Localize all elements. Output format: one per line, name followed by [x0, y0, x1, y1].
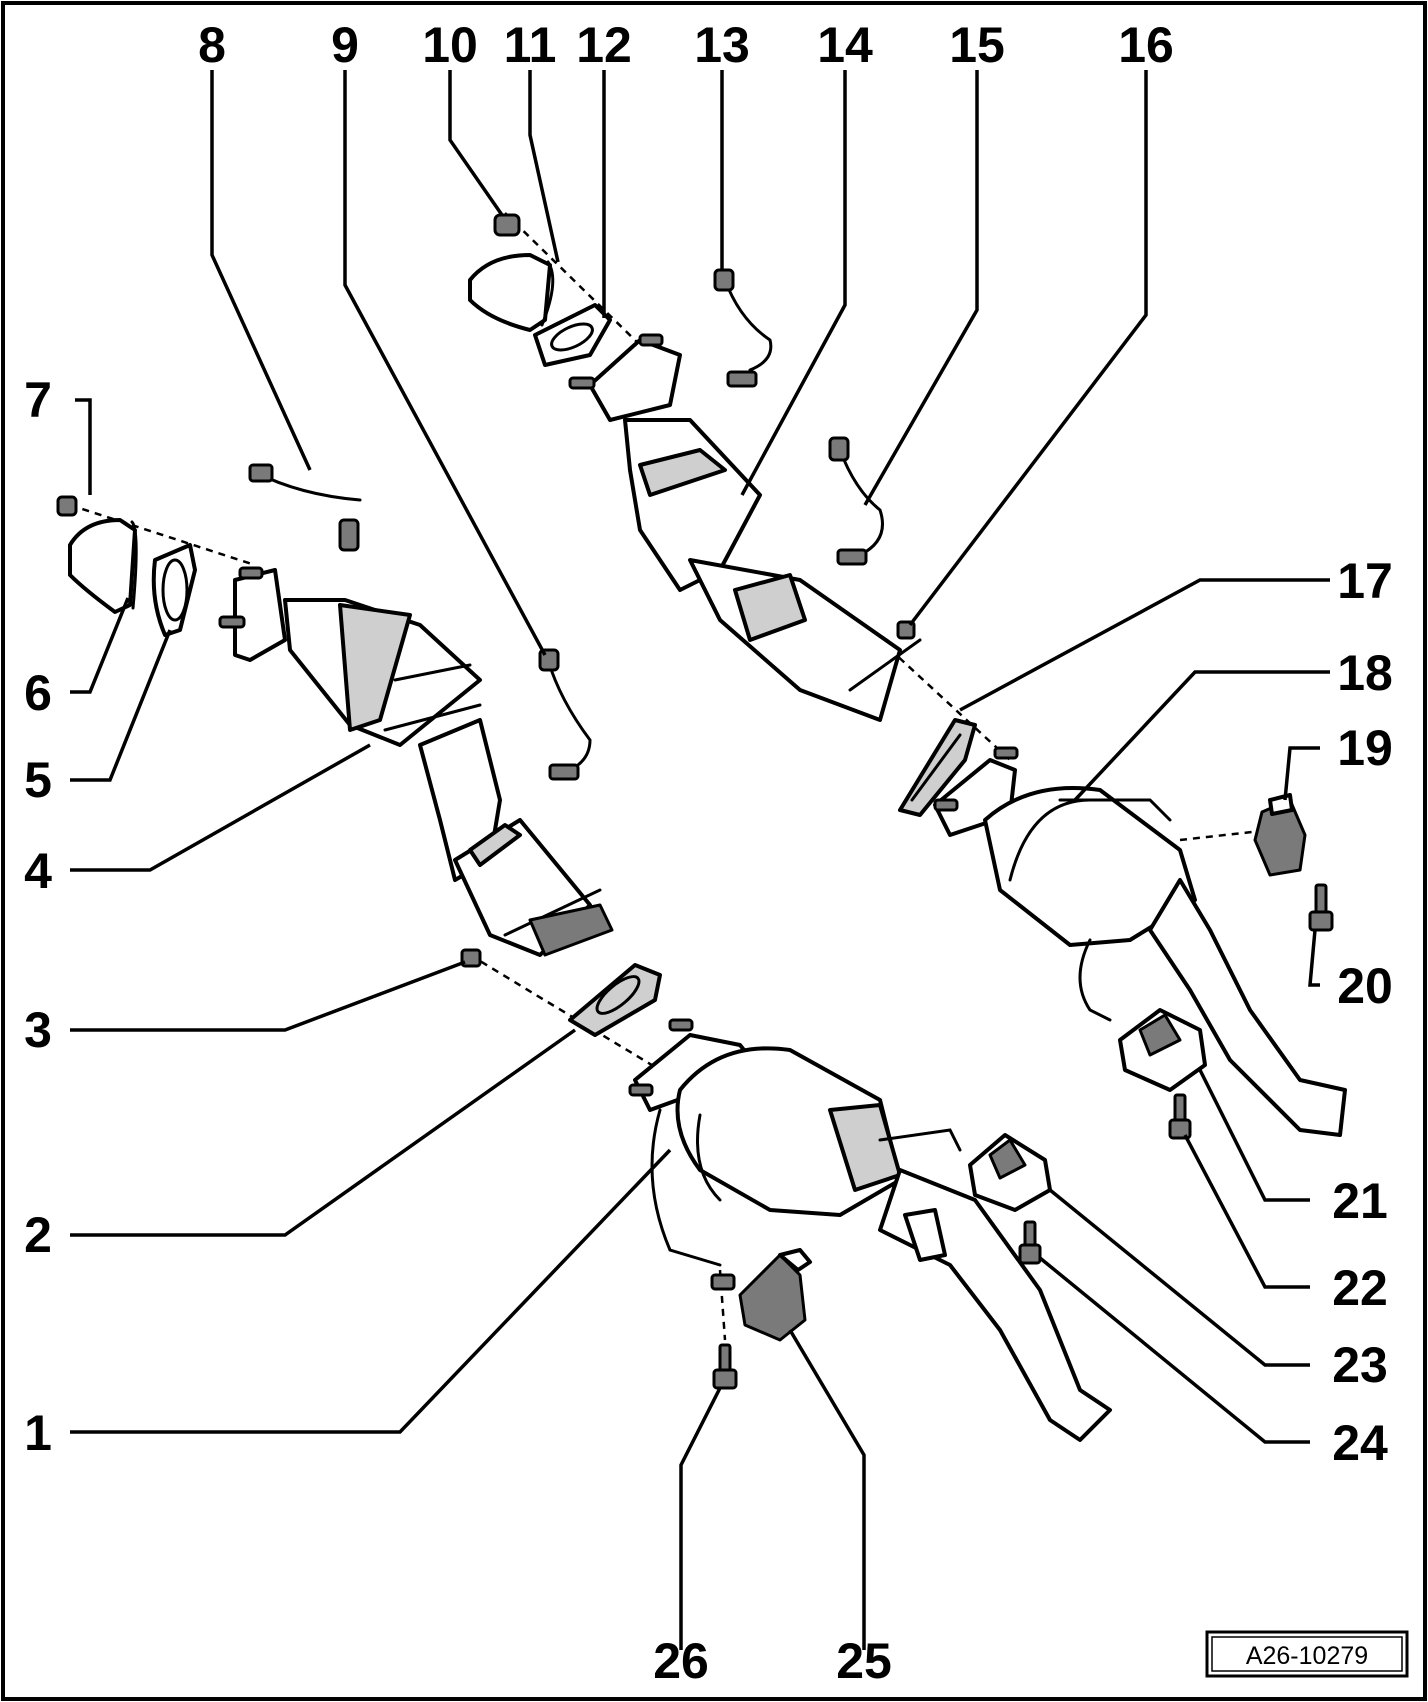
- leader-18: [1073, 670, 1330, 802]
- leader-11: [528, 70, 560, 263]
- callout-15: 15: [949, 17, 1005, 73]
- leader-8: [210, 70, 312, 471]
- leader-10: [448, 70, 504, 216]
- leader-23: [1048, 1188, 1310, 1367]
- leader-6: [70, 597, 130, 694]
- leader-26: [679, 1387, 722, 1650]
- leader-25: [788, 1329, 866, 1650]
- callout-26: 26: [653, 1633, 709, 1689]
- leader-15: [863, 70, 979, 506]
- callout-18: 18: [1337, 645, 1393, 701]
- callout-12: 12: [576, 17, 632, 73]
- callout-14: 14: [817, 17, 873, 73]
- callout-22: 22: [1332, 1260, 1388, 1316]
- callout-11: 11: [504, 17, 557, 73]
- callout-8: 8: [198, 17, 226, 73]
- callout-labels: 1 2 3 4 5 6 7 8 9 10 11 12 13 14 15 16 1…: [24, 17, 1393, 1689]
- leader-9: [343, 70, 547, 656]
- callout-17: 17: [1337, 553, 1393, 609]
- callout-23: 23: [1332, 1337, 1388, 1393]
- callout-16: 16: [1118, 17, 1174, 73]
- callout-24: 24: [1332, 1415, 1388, 1471]
- callout-1: 1: [24, 1405, 52, 1461]
- callout-7: 7: [24, 372, 52, 428]
- leader-16: [908, 70, 1148, 627]
- callout-10: 10: [422, 17, 478, 73]
- callout-25: 25: [836, 1633, 892, 1689]
- reference-code-box: A26-10279: [1205, 1630, 1409, 1678]
- leader-20: [1308, 929, 1320, 987]
- callout-6: 6: [24, 665, 52, 721]
- leader-7: [75, 398, 92, 495]
- leader-14: [740, 70, 847, 496]
- callout-3: 3: [24, 1002, 52, 1058]
- leader-17: [959, 578, 1330, 712]
- reference-code: A26-10279: [1246, 1642, 1368, 1670]
- callout-20: 20: [1337, 958, 1393, 1014]
- callout-19: 19: [1337, 720, 1393, 776]
- callout-2: 2: [24, 1207, 52, 1263]
- callout-5: 5: [24, 752, 52, 808]
- callout-13: 13: [694, 17, 750, 73]
- leader-19: [1283, 746, 1320, 801]
- parts-artwork: [56, 212, 1347, 1442]
- callout-4: 4: [24, 843, 52, 899]
- leader-1: [70, 1148, 672, 1434]
- leader-3: [70, 960, 466, 1032]
- leader-24: [1038, 1256, 1310, 1444]
- callout-9: 9: [331, 17, 359, 73]
- leader-21: [1198, 1069, 1310, 1202]
- leader-lines: [70, 70, 1330, 1650]
- leader-2: [70, 1028, 577, 1237]
- leader-4: [70, 743, 371, 872]
- leader-5: [70, 629, 172, 782]
- leader-22: [1183, 1134, 1310, 1289]
- callout-21: 21: [1332, 1173, 1388, 1229]
